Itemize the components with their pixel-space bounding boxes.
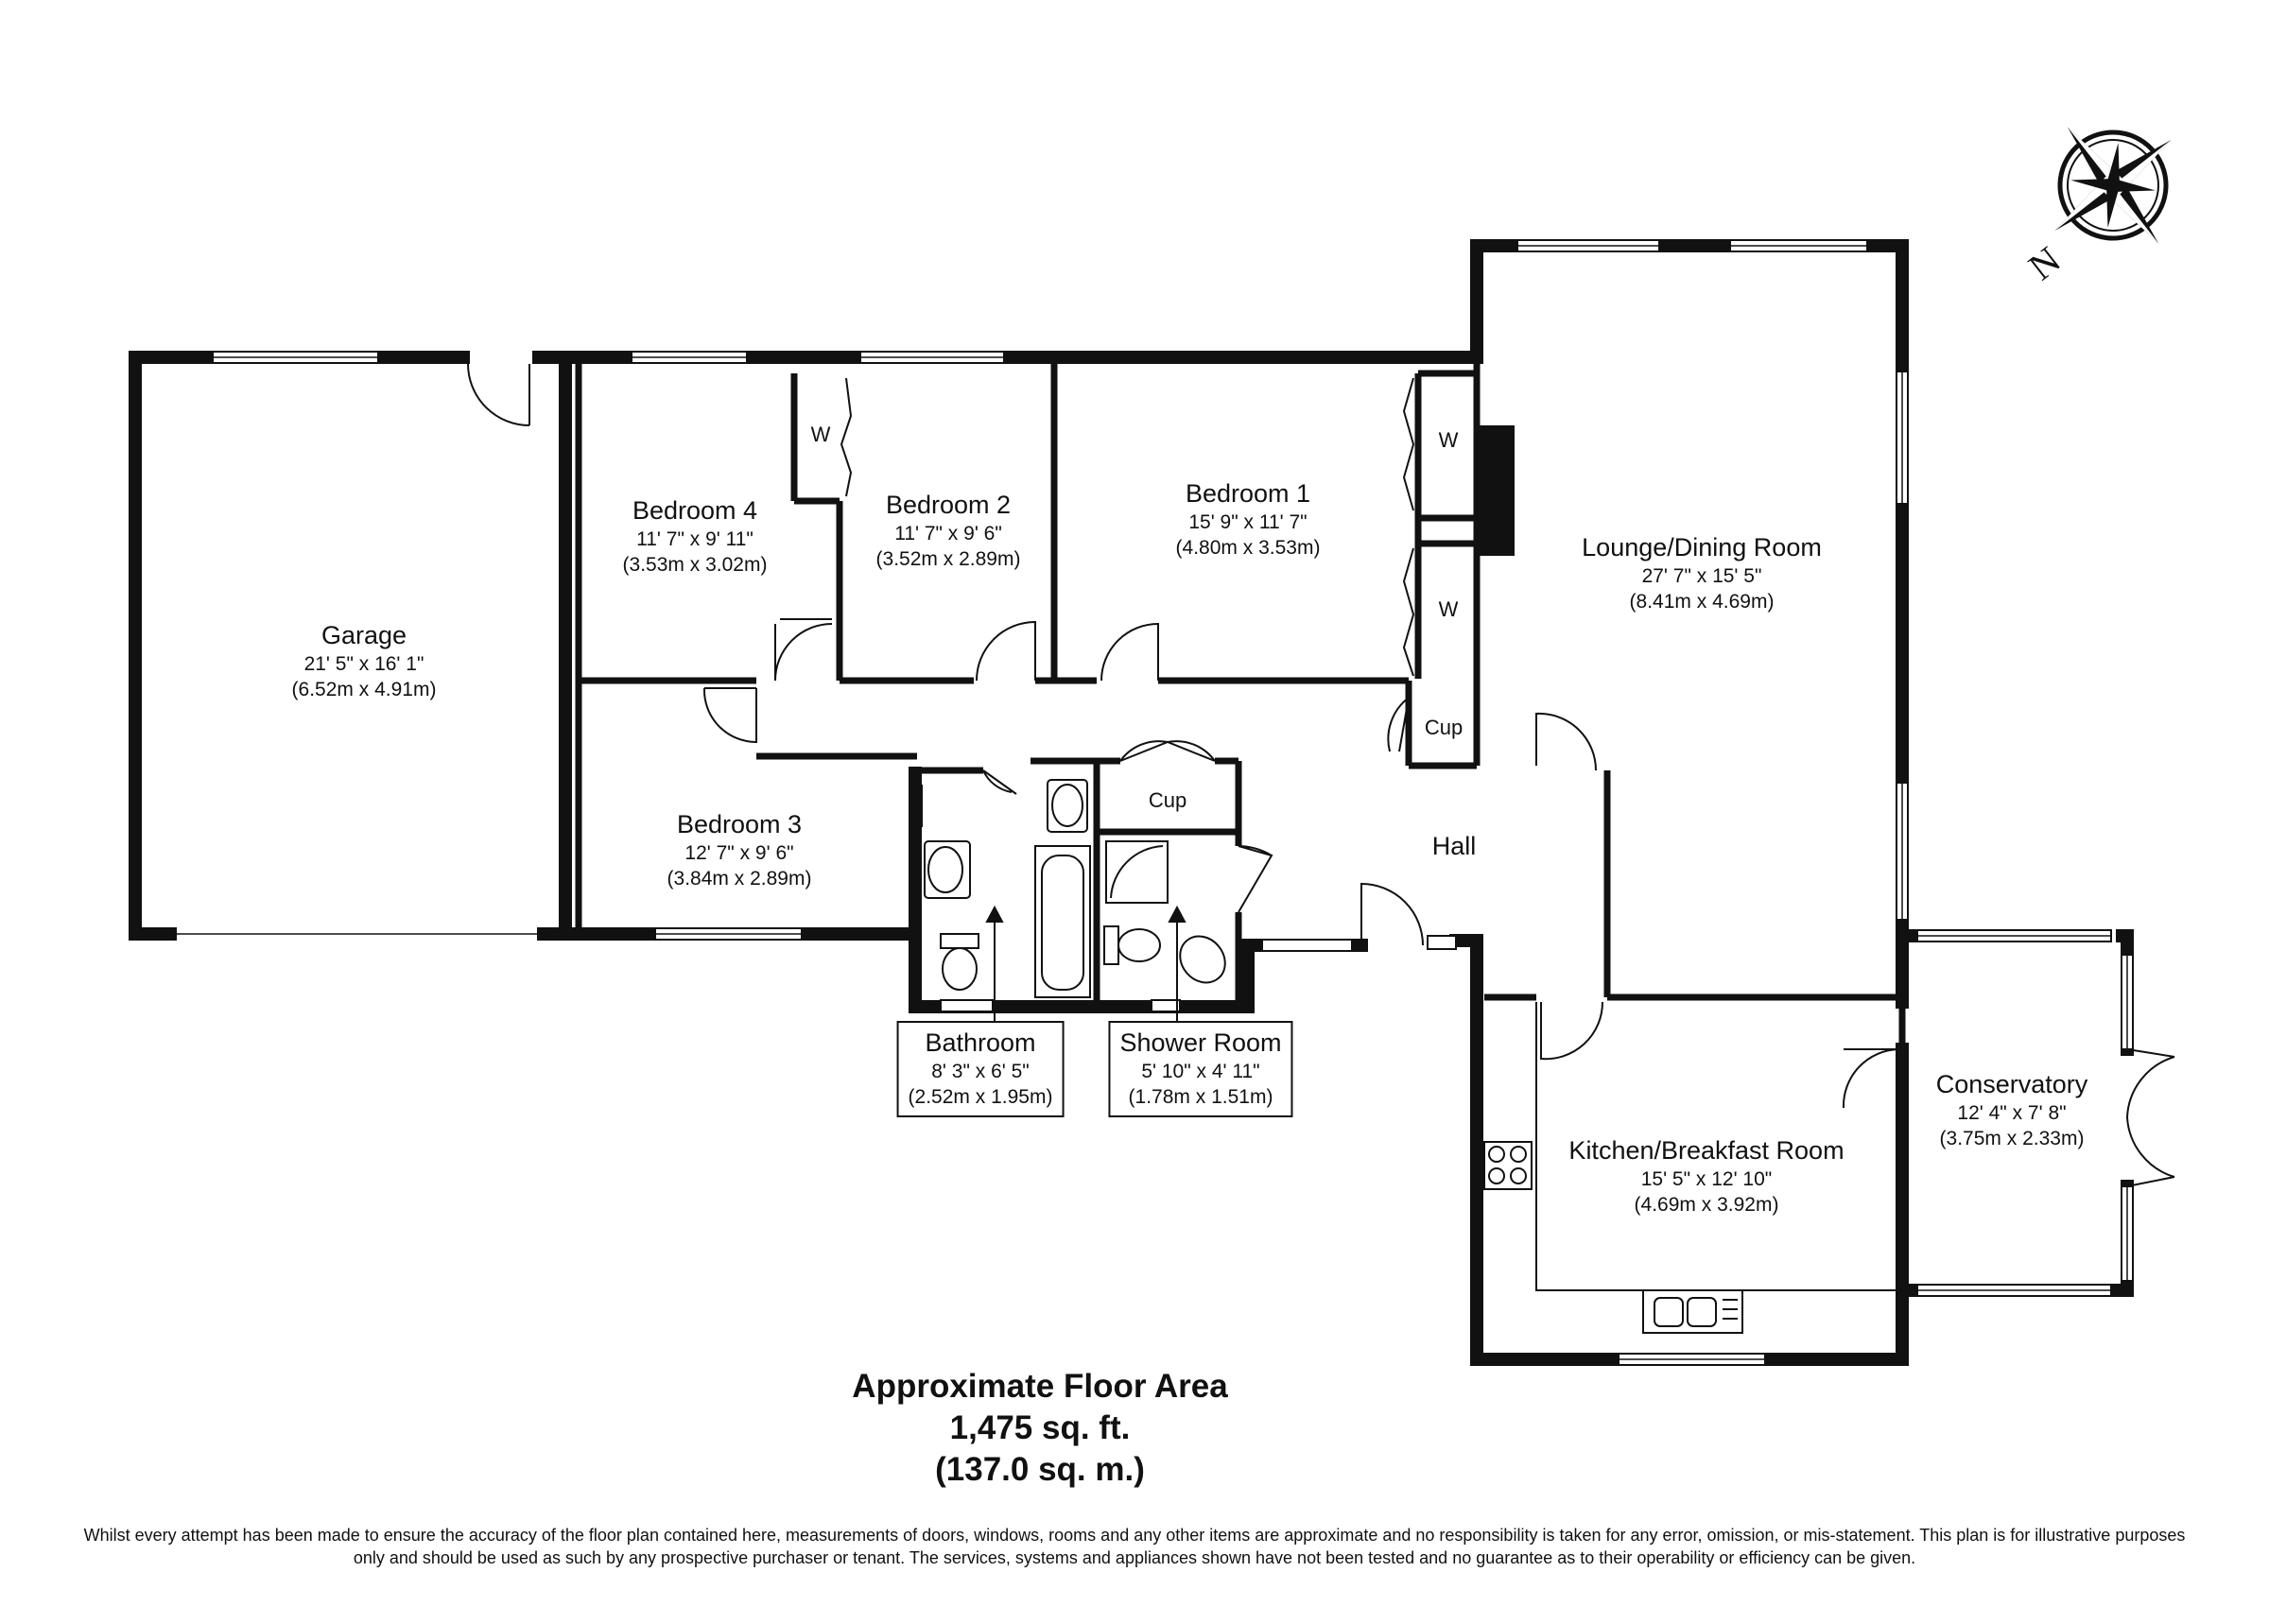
window-glazing-lines <box>170 245 2128 1360</box>
floor-area: Approximate Floor Area 1,475 sq. ft. (13… <box>852 1366 1227 1491</box>
room-name: Shower Room <box>1119 1028 1282 1057</box>
window-hall-b <box>1427 935 1457 950</box>
room-dim-metric: (4.69m x 3.92m) <box>1634 1194 1779 1216</box>
room-bedroom1: Bedroom 1 15' 9" x 11' 7" (4.80m x 3.53m… <box>1176 477 1321 561</box>
room-dim-metric: (2.52m x 1.95m) <box>908 1086 1053 1108</box>
room-dim-metric: (1.78m x 1.51m) <box>1128 1086 1273 1108</box>
room-dim-imperial: 21' 5" x 16' 1" <box>303 653 424 675</box>
kitchen-units <box>1483 1002 1900 1334</box>
room-name: Bedroom 2 <box>885 491 1012 519</box>
bath-icon <box>1034 845 1091 998</box>
chimney-breast <box>1477 425 1515 556</box>
wardrobe-label-bedroom1-bottom: W <box>1438 597 1459 621</box>
basin-shower-icon <box>1179 935 1226 984</box>
door-kitchen <box>1540 1001 1604 1061</box>
window-shower <box>1151 999 1181 1012</box>
room-name: Bedroom 1 <box>1185 479 1311 508</box>
room-name: Bedroom 3 <box>676 810 803 838</box>
room-name: Bedroom 4 <box>632 496 758 525</box>
floor-area-sqft: 1,475 sq. ft. <box>949 1409 1131 1446</box>
basin-bath-icon <box>1047 779 1088 833</box>
toilet-bath-icon <box>940 933 979 949</box>
door-conservatory-int <box>1842 1048 1899 1109</box>
room-name: Conservatory <box>1935 1070 2088 1098</box>
basin-left-icon <box>924 840 971 899</box>
floor-area-sqm: (137.0 sq. m.) <box>935 1451 1145 1488</box>
disclaimer-text: Whilst every attempt has been made to en… <box>83 1526 2186 1567</box>
room-dim-imperial: 5' 10" x 4' 11" <box>1141 1061 1260 1082</box>
room-dim-metric: (4.80m x 3.53m) <box>1175 537 1321 559</box>
cupboard-label-hall: Cup <box>1424 716 1464 739</box>
sanitary-ware <box>921 779 1226 998</box>
room-lounge: Lounge/Dining Room 27' 7" x 15' 5" (8.41… <box>1582 531 1822 614</box>
room-conservatory: Conservatory 12' 4" x 7' 8" (3.75m x 2.3… <box>1936 1068 2088 1151</box>
room-dim-imperial: 11' 7" x 9' 11" <box>636 528 753 550</box>
room-dim-imperial: 27' 7" x 15' 5" <box>1641 565 1762 587</box>
floor-area-title: Approximate Floor Area <box>852 1368 1228 1405</box>
room-shower: Shower Room 5' 10" x 4' 11" (1.78m x 1.5… <box>1108 1021 1293 1117</box>
room-name: Hall <box>1431 832 1477 860</box>
room-dim-metric: (6.52m x 4.91m) <box>291 679 437 700</box>
door-bedroom4 <box>774 618 833 682</box>
room-dim-metric: (3.52m x 2.89m) <box>875 548 1021 570</box>
room-garage: Garage 21' 5" x 16' 1" (6.52m x 4.91m) <box>292 619 437 702</box>
inner-walls <box>575 364 1906 1049</box>
room-dim-imperial: 8' 3" x 6' 5" <box>931 1061 1030 1082</box>
room-dim-imperial: 12' 4" x 7' 8" <box>1957 1102 2067 1124</box>
room-dim-metric: (8.41m x 4.69m) <box>1629 591 1775 613</box>
door-garage <box>467 363 530 426</box>
wardrobe-b1-doors-b <box>1402 547 1415 677</box>
sink-icon <box>1642 1289 1743 1334</box>
shower-tray-icon <box>1105 840 1169 904</box>
room-name: Lounge/Dining Room <box>1582 533 1822 561</box>
wardrobe-label-bedroom2: W <box>810 423 831 446</box>
door-bath <box>982 769 1017 795</box>
room-bedroom2: Bedroom 2 11' 7" x 9' 6" (3.52m x 2.89m) <box>876 489 1021 572</box>
hob-icon <box>1483 1141 1533 1190</box>
door-swings <box>467 363 2175 1187</box>
room-dim-imperial: 11' 7" x 9' 6" <box>894 523 1002 544</box>
wardrobe-b1-doors-a <box>1402 377 1415 511</box>
room-dim-imperial: 12' 7" x 9' 6" <box>684 842 794 864</box>
cupboard-label-bath: Cup <box>1148 788 1187 812</box>
room-bedroom3: Bedroom 3 12' 7" x 9' 6" (3.84m x 2.89m) <box>667 808 812 891</box>
door-cup-hall <box>1387 697 1410 752</box>
wardrobe-b2-doors <box>840 377 853 497</box>
room-dim-metric: (3.53m x 3.02m) <box>622 554 768 576</box>
room-name: Garage <box>320 621 407 649</box>
room-dim-metric: (3.75m x 2.33m) <box>1939 1128 2085 1149</box>
wardrobe-label-bedroom1-top: W <box>1438 428 1459 452</box>
window-bathroom <box>940 999 994 1012</box>
door-lounge <box>1535 712 1598 771</box>
door-shower <box>1238 845 1273 913</box>
window-hall-a <box>1261 939 1353 952</box>
room-dim-imperial: 15' 9" x 11' 7" <box>1188 511 1308 533</box>
room-bathroom: Bathroom 8' 3" x 6' 5" (2.52m x 1.95m) <box>896 1021 1065 1117</box>
room-hall: Hall <box>1432 830 1477 862</box>
lounge-right-wall <box>1865 239 1909 375</box>
room-name: Kitchen/Breakfast Room <box>1568 1136 1845 1165</box>
room-name: Bathroom <box>925 1028 1036 1057</box>
door-bedroom2 <box>976 620 1036 682</box>
toilet-shower-icon <box>1103 925 1119 965</box>
door-bedroom1 <box>1100 622 1159 682</box>
door-cup2 <box>1119 740 1216 762</box>
room-dim-imperial: 15' 5" x 12' 10" <box>1640 1168 1773 1190</box>
room-bedroom4: Bedroom 4 11' 7" x 9' 11" (3.53m x 3.02m… <box>623 494 768 578</box>
door-bedroom3 <box>702 687 757 744</box>
door-hall-front <box>1360 882 1424 946</box>
door-conservatory-ext <box>2126 1048 2175 1187</box>
room-dim-metric: (3.84m x 2.89m) <box>667 868 812 890</box>
bath-block-walls <box>909 767 1255 1013</box>
compass-icon <box>2054 127 2172 244</box>
room-kitchen: Kitchen/Breakfast Room 15' 5" x 12' 10" … <box>1568 1134 1844 1218</box>
lounge-walls <box>1470 239 1524 364</box>
